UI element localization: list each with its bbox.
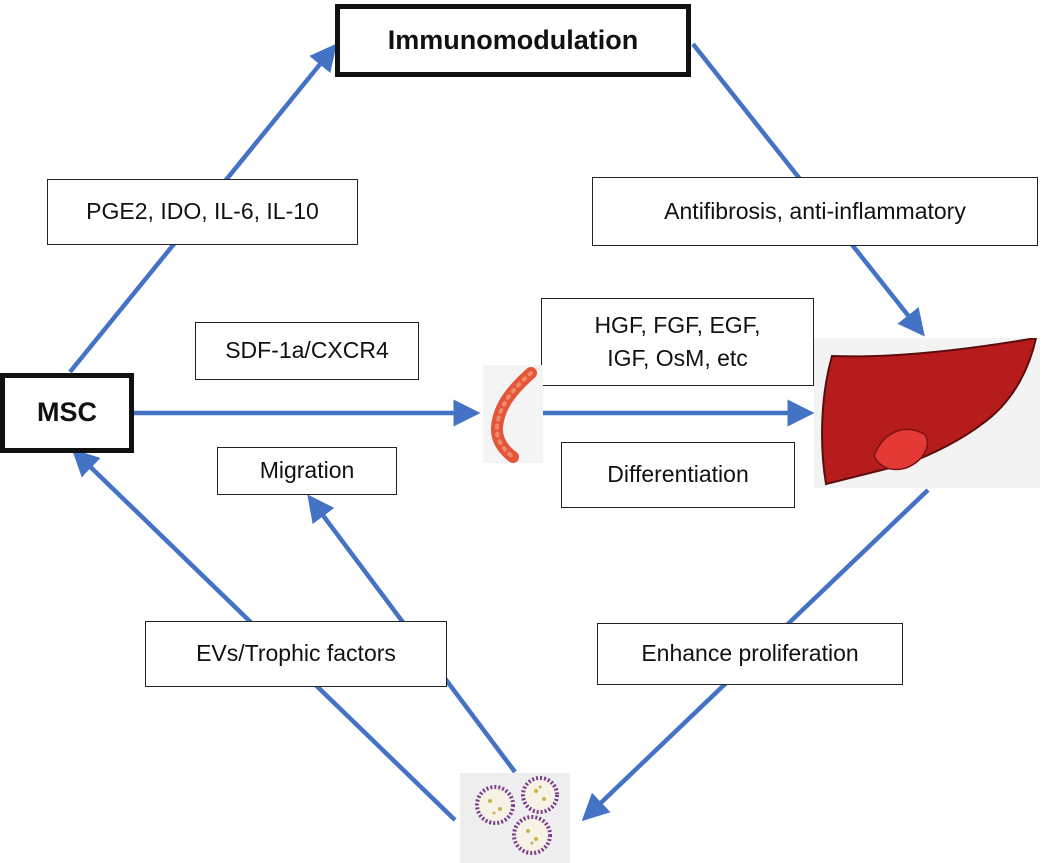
sdf-cxcr4-box: SDF-1a/CXCR4 <box>195 322 419 380</box>
extracellular-vesicles-icon <box>460 773 570 863</box>
growth-factors-box: HGF, FGF, EGF, IGF, OsM, etc <box>541 298 814 386</box>
sdf-cxcr4-label: SDF-1a/CXCR4 <box>225 337 389 364</box>
antifibrosis-label: Antifibrosis, anti-inflammatory <box>664 197 966 224</box>
growth-factors-line1: HGF, FGF, EGF, <box>594 311 761 338</box>
migration-box: Migration <box>217 447 397 495</box>
migration-label: Migration <box>259 457 355 484</box>
antifibrosis-box: Antifibrosis, anti-inflammatory <box>592 177 1038 246</box>
blood-vessel-icon <box>483 365 543 463</box>
enhance-proliferation-label: Enhance proliferation <box>641 640 859 667</box>
pge2-ido-il6-il10-box: PGE2, IDO, IL-6, IL-10 <box>47 179 358 245</box>
immunomodulation-label: Immunomodulation <box>387 24 639 55</box>
differentiation-label: Differentiation <box>607 461 749 488</box>
pge2-ido-il6-il10-label: PGE2, IDO, IL-6, IL-10 <box>86 198 319 225</box>
immunomodulation-box: Immunomodulation <box>335 4 691 77</box>
enhance-proliferation-box: Enhance proliferation <box>597 623 903 685</box>
msc-box: MSC <box>0 373 134 453</box>
msc-label: MSC <box>37 397 97 428</box>
liver-icon <box>814 338 1040 488</box>
evs-trophic-factors-box: EVs/Trophic factors <box>145 621 447 687</box>
differentiation-box: Differentiation <box>561 442 795 508</box>
evs-trophic-factors-label: EVs/Trophic factors <box>196 640 396 667</box>
growth-factors-line2: IGF, OsM, etc <box>607 345 748 371</box>
